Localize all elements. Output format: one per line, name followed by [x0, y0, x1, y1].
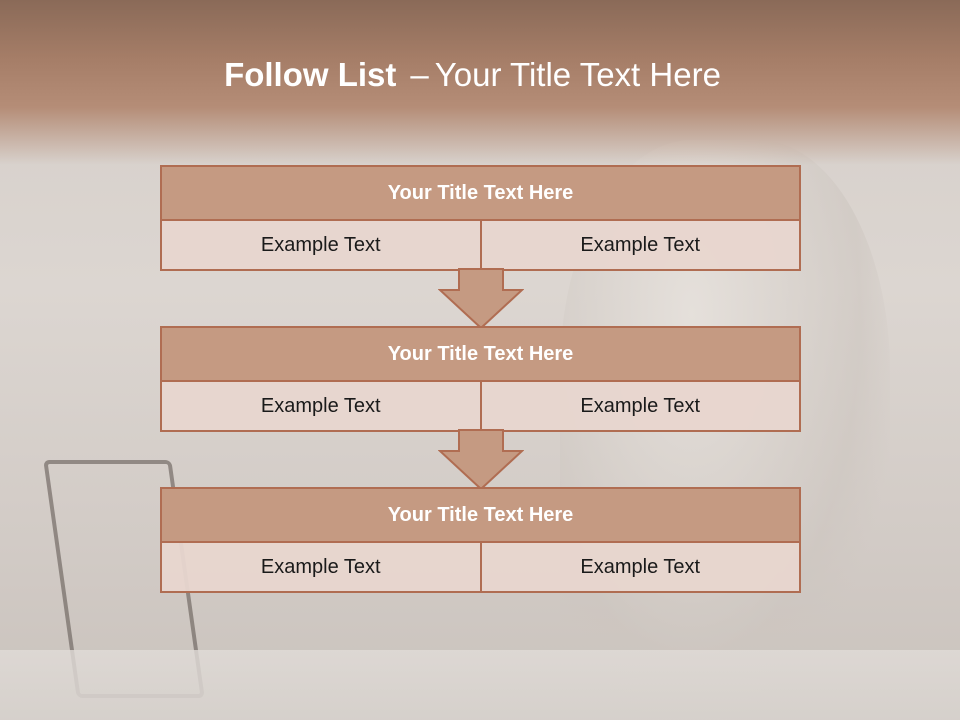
block-cell-left: Example Text	[160, 382, 482, 432]
block-title: Your Title Text Here	[160, 165, 801, 221]
list-block-1: Your Title Text Here Example Text Exampl…	[160, 165, 801, 271]
header-band	[0, 0, 960, 165]
block-cell-right: Example Text	[481, 543, 801, 593]
block-title: Your Title Text Here	[160, 326, 801, 382]
block-title: Your Title Text Here	[160, 487, 801, 543]
down-arrow-icon	[438, 268, 524, 330]
list-block-2: Your Title Text Here Example Text Exampl…	[160, 326, 801, 432]
down-arrow-icon	[438, 429, 524, 491]
slide-title-dash: –	[410, 56, 429, 93]
block-row: Example Text Example Text	[160, 543, 801, 593]
block-cell-right: Example Text	[481, 382, 801, 432]
slide-title-rest: Your Title Text Here	[434, 56, 721, 93]
list-block-3: Your Title Text Here Example Text Exampl…	[160, 487, 801, 593]
slide-title-bold: Follow List	[224, 56, 397, 93]
block-cell-left: Example Text	[160, 221, 482, 271]
block-cell-left: Example Text	[160, 543, 482, 593]
block-row: Example Text Example Text	[160, 382, 801, 432]
block-row: Example Text Example Text	[160, 221, 801, 271]
block-cell-right: Example Text	[481, 221, 801, 271]
background-desk	[0, 650, 960, 720]
slide-title: Follow List–Your Title Text Here	[0, 56, 945, 94]
